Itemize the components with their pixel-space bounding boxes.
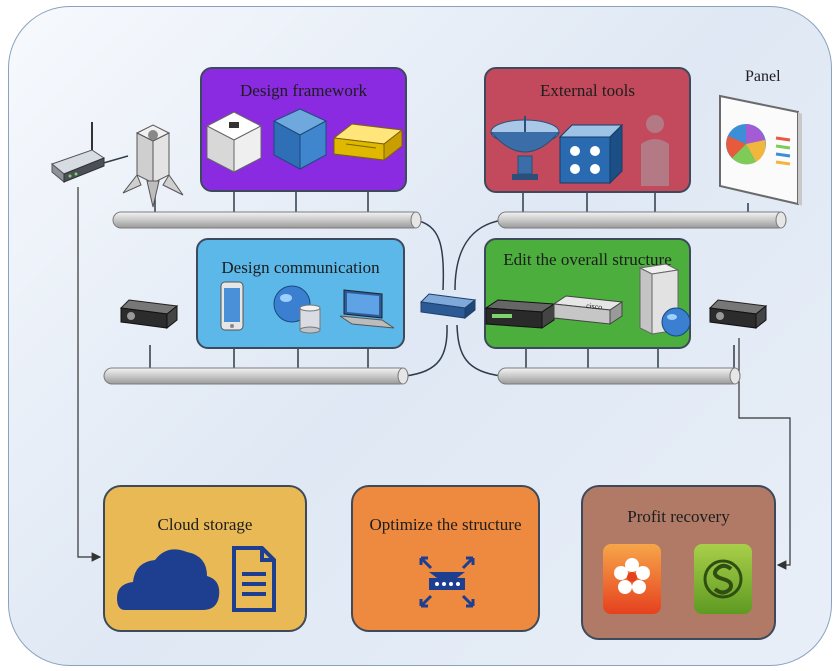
profit-recovery-title: Profit recovery <box>627 507 730 526</box>
cloud-icon <box>117 549 220 610</box>
network-switch-icon <box>419 293 477 320</box>
s-app-icon <box>694 544 752 614</box>
tower-server-icon <box>122 124 184 208</box>
wireless-router-icon <box>51 122 106 184</box>
design-framework-title: Design framework <box>240 81 367 100</box>
rack-unit-icon: cisco <box>552 295 624 325</box>
white-cube-icon <box>205 111 263 173</box>
optimize-structure-box: Optimize the structure <box>351 485 540 632</box>
globe-database-icon <box>273 285 321 334</box>
pie-chart-panel-icon <box>719 94 802 206</box>
design-communication-title: Design communication <box>221 258 380 277</box>
server-globe-icon <box>638 263 691 337</box>
person-silhouette-icon <box>641 115 669 186</box>
cloud-storage-title: Cloud storage <box>157 515 253 534</box>
rack-server-icon <box>484 299 556 329</box>
switch-cube-icon <box>558 123 624 185</box>
laptop-icon <box>339 289 395 329</box>
external-tools-title: External tools <box>540 81 635 100</box>
router-arrows-icon <box>419 556 475 608</box>
optimize-structure-title: Optimize the structure <box>369 515 522 534</box>
svg-text:cisco: cisco <box>586 303 603 312</box>
flower-app-icon <box>603 544 661 614</box>
document-icon <box>232 546 276 612</box>
tablet-icon <box>220 281 244 331</box>
projector-icon-right <box>708 299 768 330</box>
gold-bar-icon <box>332 123 404 162</box>
edit-overall-structure-title: Edit the overall structure <box>503 250 672 269</box>
blue-cube-icon <box>272 108 328 170</box>
projector-icon <box>119 299 179 330</box>
panel-label: Panel <box>745 68 781 85</box>
satellite-dish-icon <box>490 116 560 180</box>
